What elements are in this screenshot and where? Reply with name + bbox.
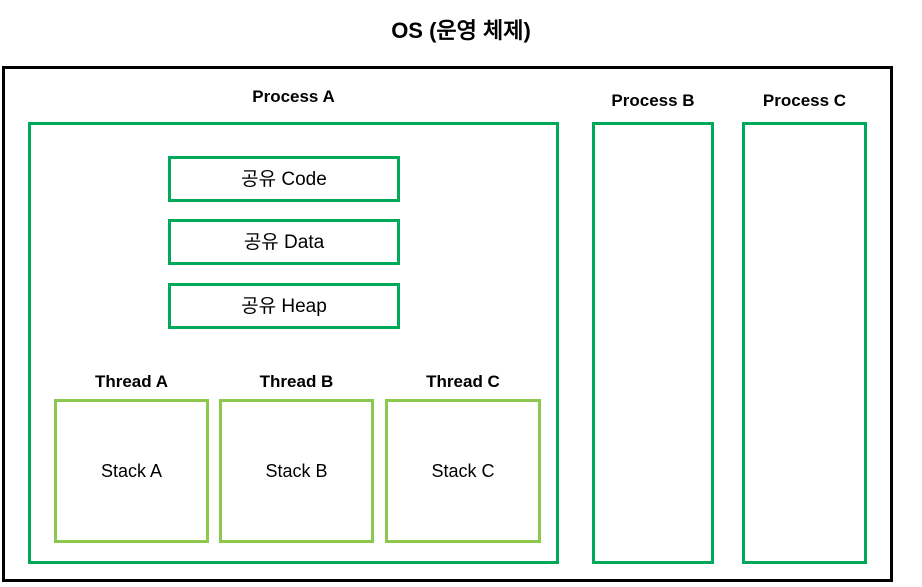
process-c-box [742, 122, 867, 564]
stack-c-box: Stack C [385, 399, 541, 543]
shared-code-box: 공유 Code [168, 156, 400, 202]
shared-data-label: 공유 Data [243, 231, 325, 253]
shared-code-label: 공유 Code [241, 168, 327, 190]
process-a-label: Process A [252, 87, 335, 106]
stack-c-label: Stack C [431, 461, 495, 481]
stack-a-box: Stack A [54, 399, 209, 543]
process-a-box: 공유 Code 공유 Data 공유 Heap Thread A Thread … [28, 122, 559, 564]
thread-c-label: Thread C [426, 372, 500, 391]
thread-a-label: Thread A [94, 372, 169, 391]
process-b-label: Process B [611, 91, 695, 110]
process-c-label: Process C [762, 91, 847, 110]
stack-b-box: Stack B [219, 399, 374, 543]
process-b-box [592, 122, 714, 564]
stack-b-label: Stack B [265, 461, 328, 481]
shared-heap-box: 공유 Heap [168, 283, 400, 329]
stack-a-label: Stack A [100, 461, 163, 481]
thread-b-label: Thread B [259, 372, 334, 391]
shared-data-box: 공유 Data [168, 219, 400, 265]
page-title: OS (운영 체제) [391, 18, 531, 43]
shared-heap-label: 공유 Heap [241, 295, 327, 317]
